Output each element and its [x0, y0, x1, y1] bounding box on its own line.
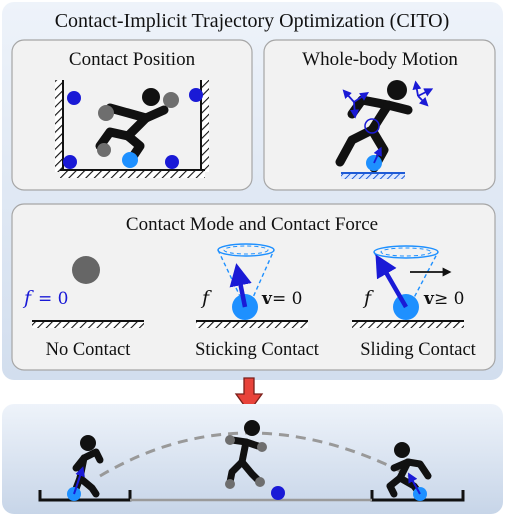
sticking-velocity-symbol: v [261, 289, 273, 309]
no-contact-force-symbol: f [22, 287, 34, 309]
sliding-force-arrow [375, 254, 408, 309]
no-contact-equation: = 0 [38, 289, 68, 309]
middle-figure [226, 420, 262, 486]
no-contact-scene: f = 0 No Contact [22, 256, 144, 360]
candidate-contacts [97, 92, 179, 157]
trajectory-panel [2, 404, 503, 514]
cito-panel: Contact-Implicit Trajectory Optimization… [2, 2, 503, 380]
contact-mode-title: Contact Mode and Contact Force [126, 214, 378, 235]
sticking-force-symbol: f [200, 287, 212, 309]
runner-figure [95, 88, 169, 163]
active-contact-point [122, 152, 138, 168]
contact-position-title: Contact Position [69, 49, 196, 70]
blue-contact-points [63, 88, 203, 169]
torso-joint-marker [364, 118, 380, 134]
sticking-contact-scene: f v = 0 Sticking Contact [195, 243, 320, 360]
middle-candidate-contacts [225, 435, 267, 489]
sticking-contact-caption: Sticking Contact [195, 340, 320, 360]
sliding-velocity-symbol: v [423, 289, 435, 309]
contact-position-card: Contact Position [11, 39, 253, 191]
cito-title: Contact-Implicit Trajectory Optimization… [55, 10, 450, 32]
sliding-velocity-relation: ≥ 0 [434, 289, 464, 309]
friction-cone-top-sticking [217, 243, 275, 257]
no-contact-caption: No Contact [46, 340, 132, 360]
motion-arrows [342, 80, 434, 164]
sticking-velocity-relation: = 0 [272, 289, 302, 309]
friction-cone-top-sliding [373, 245, 439, 259]
whole-body-motion-title: Whole-body Motion [302, 49, 458, 70]
sliding-contact-scene: f v ≥ 0 Sliding Contact [352, 245, 477, 360]
motion-floor [341, 173, 405, 179]
friction-cone-sticking [217, 249, 275, 313]
sliding-force-symbol: f [362, 287, 374, 309]
contact-mode-card: Contact Mode and Contact Force f = 0 No … [11, 203, 496, 371]
down-arrow-icon [234, 377, 264, 414]
sticking-force-arrow [229, 263, 252, 308]
sliding-contact-caption: Sliding Contact [360, 340, 476, 360]
middle-contact-point [271, 486, 285, 500]
whole-body-motion-card: Whole-body Motion [263, 39, 496, 191]
